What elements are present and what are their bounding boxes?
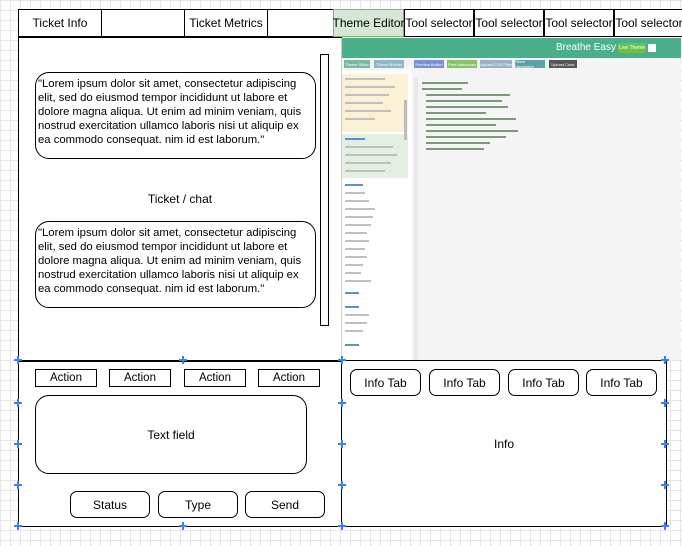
selection-handle[interactable] xyxy=(661,522,669,530)
send-button[interactable]: Send xyxy=(245,491,325,518)
selection-handle[interactable] xyxy=(179,522,187,530)
chat-message: "Lorem ipsum dolor sit amet, consectetur… xyxy=(35,221,316,308)
selection-handle[interactable] xyxy=(338,522,346,530)
preview-code-area xyxy=(414,78,418,360)
preview-header: Breathe Easy Live Theme xyxy=(342,38,681,58)
selection-handle[interactable] xyxy=(14,440,22,448)
preview-tool: Preview Button xyxy=(414,60,444,68)
selection-handle[interactable] xyxy=(14,522,22,530)
preview-avatar xyxy=(648,44,656,52)
info-tab[interactable]: Info Tab xyxy=(350,369,421,396)
action-button[interactable]: Action xyxy=(109,369,171,387)
preview-app-title: Breathe Easy xyxy=(555,42,616,53)
info-tab[interactable]: Info Tab xyxy=(508,369,579,396)
tab-empty-1[interactable] xyxy=(101,9,185,37)
preview-tool: Upload Color xyxy=(549,60,577,68)
selection-handle[interactable] xyxy=(661,481,669,489)
preview-tool: Show Navigation xyxy=(515,59,545,69)
selection-handle[interactable] xyxy=(14,399,22,407)
info-content-label: Info xyxy=(493,437,514,451)
selection-handle[interactable] xyxy=(338,440,346,448)
action-button[interactable]: Action xyxy=(184,369,246,387)
selection-handle[interactable] xyxy=(661,356,669,364)
tab-ticket-metrics[interactable]: Ticket Metrics xyxy=(184,9,268,37)
preview-tool: Upload CSS Files xyxy=(480,60,512,68)
preview-theme-button: Live Theme xyxy=(618,43,646,53)
selection-handle[interactable] xyxy=(338,399,346,407)
tab-ticket-info[interactable]: Ticket Info xyxy=(18,9,102,37)
tab-tool-selector-3[interactable]: Tool selector xyxy=(544,9,614,37)
tab-theme-editor[interactable]: Theme Editor xyxy=(332,9,405,37)
info-tab[interactable]: Info Tab xyxy=(586,369,657,396)
message-text-field[interactable]: Text field xyxy=(35,395,307,474)
type-button[interactable]: Type xyxy=(158,491,238,518)
action-button[interactable]: Action xyxy=(258,369,320,387)
tab-tool-selector-4[interactable]: Tool selector xyxy=(614,9,682,37)
chat-message: "Lorem ipsum dolor sit amet, consectetur… xyxy=(35,72,316,159)
preview-tool: Theme Slider xyxy=(344,60,370,68)
selection-handle[interactable] xyxy=(338,481,346,489)
preview-tool: Theme Builder xyxy=(374,60,404,68)
selection-handle[interactable] xyxy=(661,399,669,407)
chat-scrollbar[interactable] xyxy=(320,54,329,326)
preview-sidebar-scrollbar xyxy=(404,100,407,140)
chat-title: Ticket / chat xyxy=(147,192,213,206)
tab-empty-2[interactable] xyxy=(267,9,334,37)
action-button[interactable]: Action xyxy=(35,369,97,387)
preview-tool: Print Addresses xyxy=(447,60,477,68)
theme-editor-preview: Breathe Easy Live Theme Theme Slider The… xyxy=(341,38,681,360)
selection-handle[interactable] xyxy=(14,356,22,364)
tab-tool-selector-1[interactable]: Tool selector xyxy=(404,9,474,37)
info-tab[interactable]: Info Tab xyxy=(429,369,500,396)
selection-handle[interactable] xyxy=(661,440,669,448)
selection-handle[interactable] xyxy=(179,356,187,364)
status-button[interactable]: Status xyxy=(70,491,150,518)
selection-handle[interactable] xyxy=(338,356,346,364)
selection-handle[interactable] xyxy=(14,481,22,489)
preview-sidebar xyxy=(342,70,412,360)
tab-tool-selector-2[interactable]: Tool selector xyxy=(474,9,544,37)
